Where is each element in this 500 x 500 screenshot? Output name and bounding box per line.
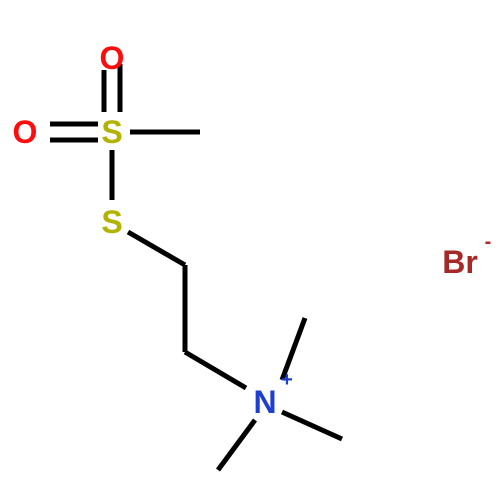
bromide-label: Br bbox=[442, 244, 478, 280]
bond-ch2-n bbox=[183, 349, 248, 391]
thio-sulfur-label: S bbox=[101, 204, 122, 240]
bond-n-methyl-down bbox=[215, 418, 258, 472]
bond-s-ch2 bbox=[126, 229, 187, 268]
oxygen-left-label: O bbox=[13, 114, 38, 150]
bromide-charge-label: - bbox=[485, 231, 492, 253]
nitrogen-charge-label: + bbox=[281, 369, 293, 391]
nitrogen-label: N bbox=[253, 384, 276, 420]
oxygen-top-label: O bbox=[100, 40, 125, 76]
bond-n-methyl-right bbox=[280, 409, 344, 442]
bond-n-methyl-up bbox=[279, 317, 308, 381]
sulfonyl-sulfur-label: S bbox=[101, 114, 122, 150]
